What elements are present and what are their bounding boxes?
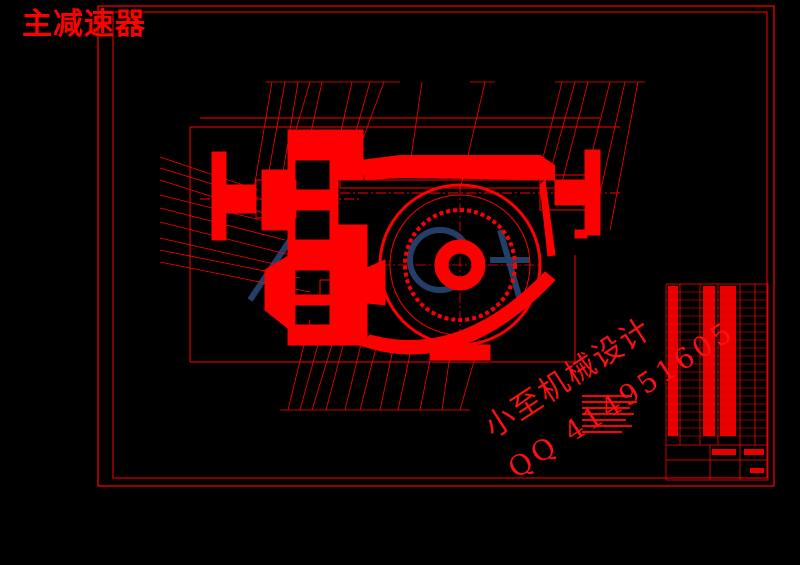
assembly-outline (189, 117, 620, 363)
outer-border (97, 5, 775, 487)
lower-cover (359, 178, 556, 361)
technical-notes (582, 395, 637, 433)
parts-list-table (665, 283, 769, 481)
drawing-title: 主减速器 (22, 7, 146, 42)
upper-housing (339, 155, 561, 189)
leader-lines-top (251, 81, 645, 231)
inner-border (112, 11, 768, 479)
ring-gear (378, 183, 542, 347)
bevel-pinion (319, 259, 386, 306)
leader-lines-left (159, 156, 311, 293)
output-shaft (340, 149, 620, 239)
leader-lines-bottom (280, 319, 481, 411)
housing-cutouts (294, 159, 331, 326)
input-shaft (200, 151, 360, 241)
parts-list-rows (666, 291, 768, 437)
parts-list-text-fill (668, 286, 764, 473)
